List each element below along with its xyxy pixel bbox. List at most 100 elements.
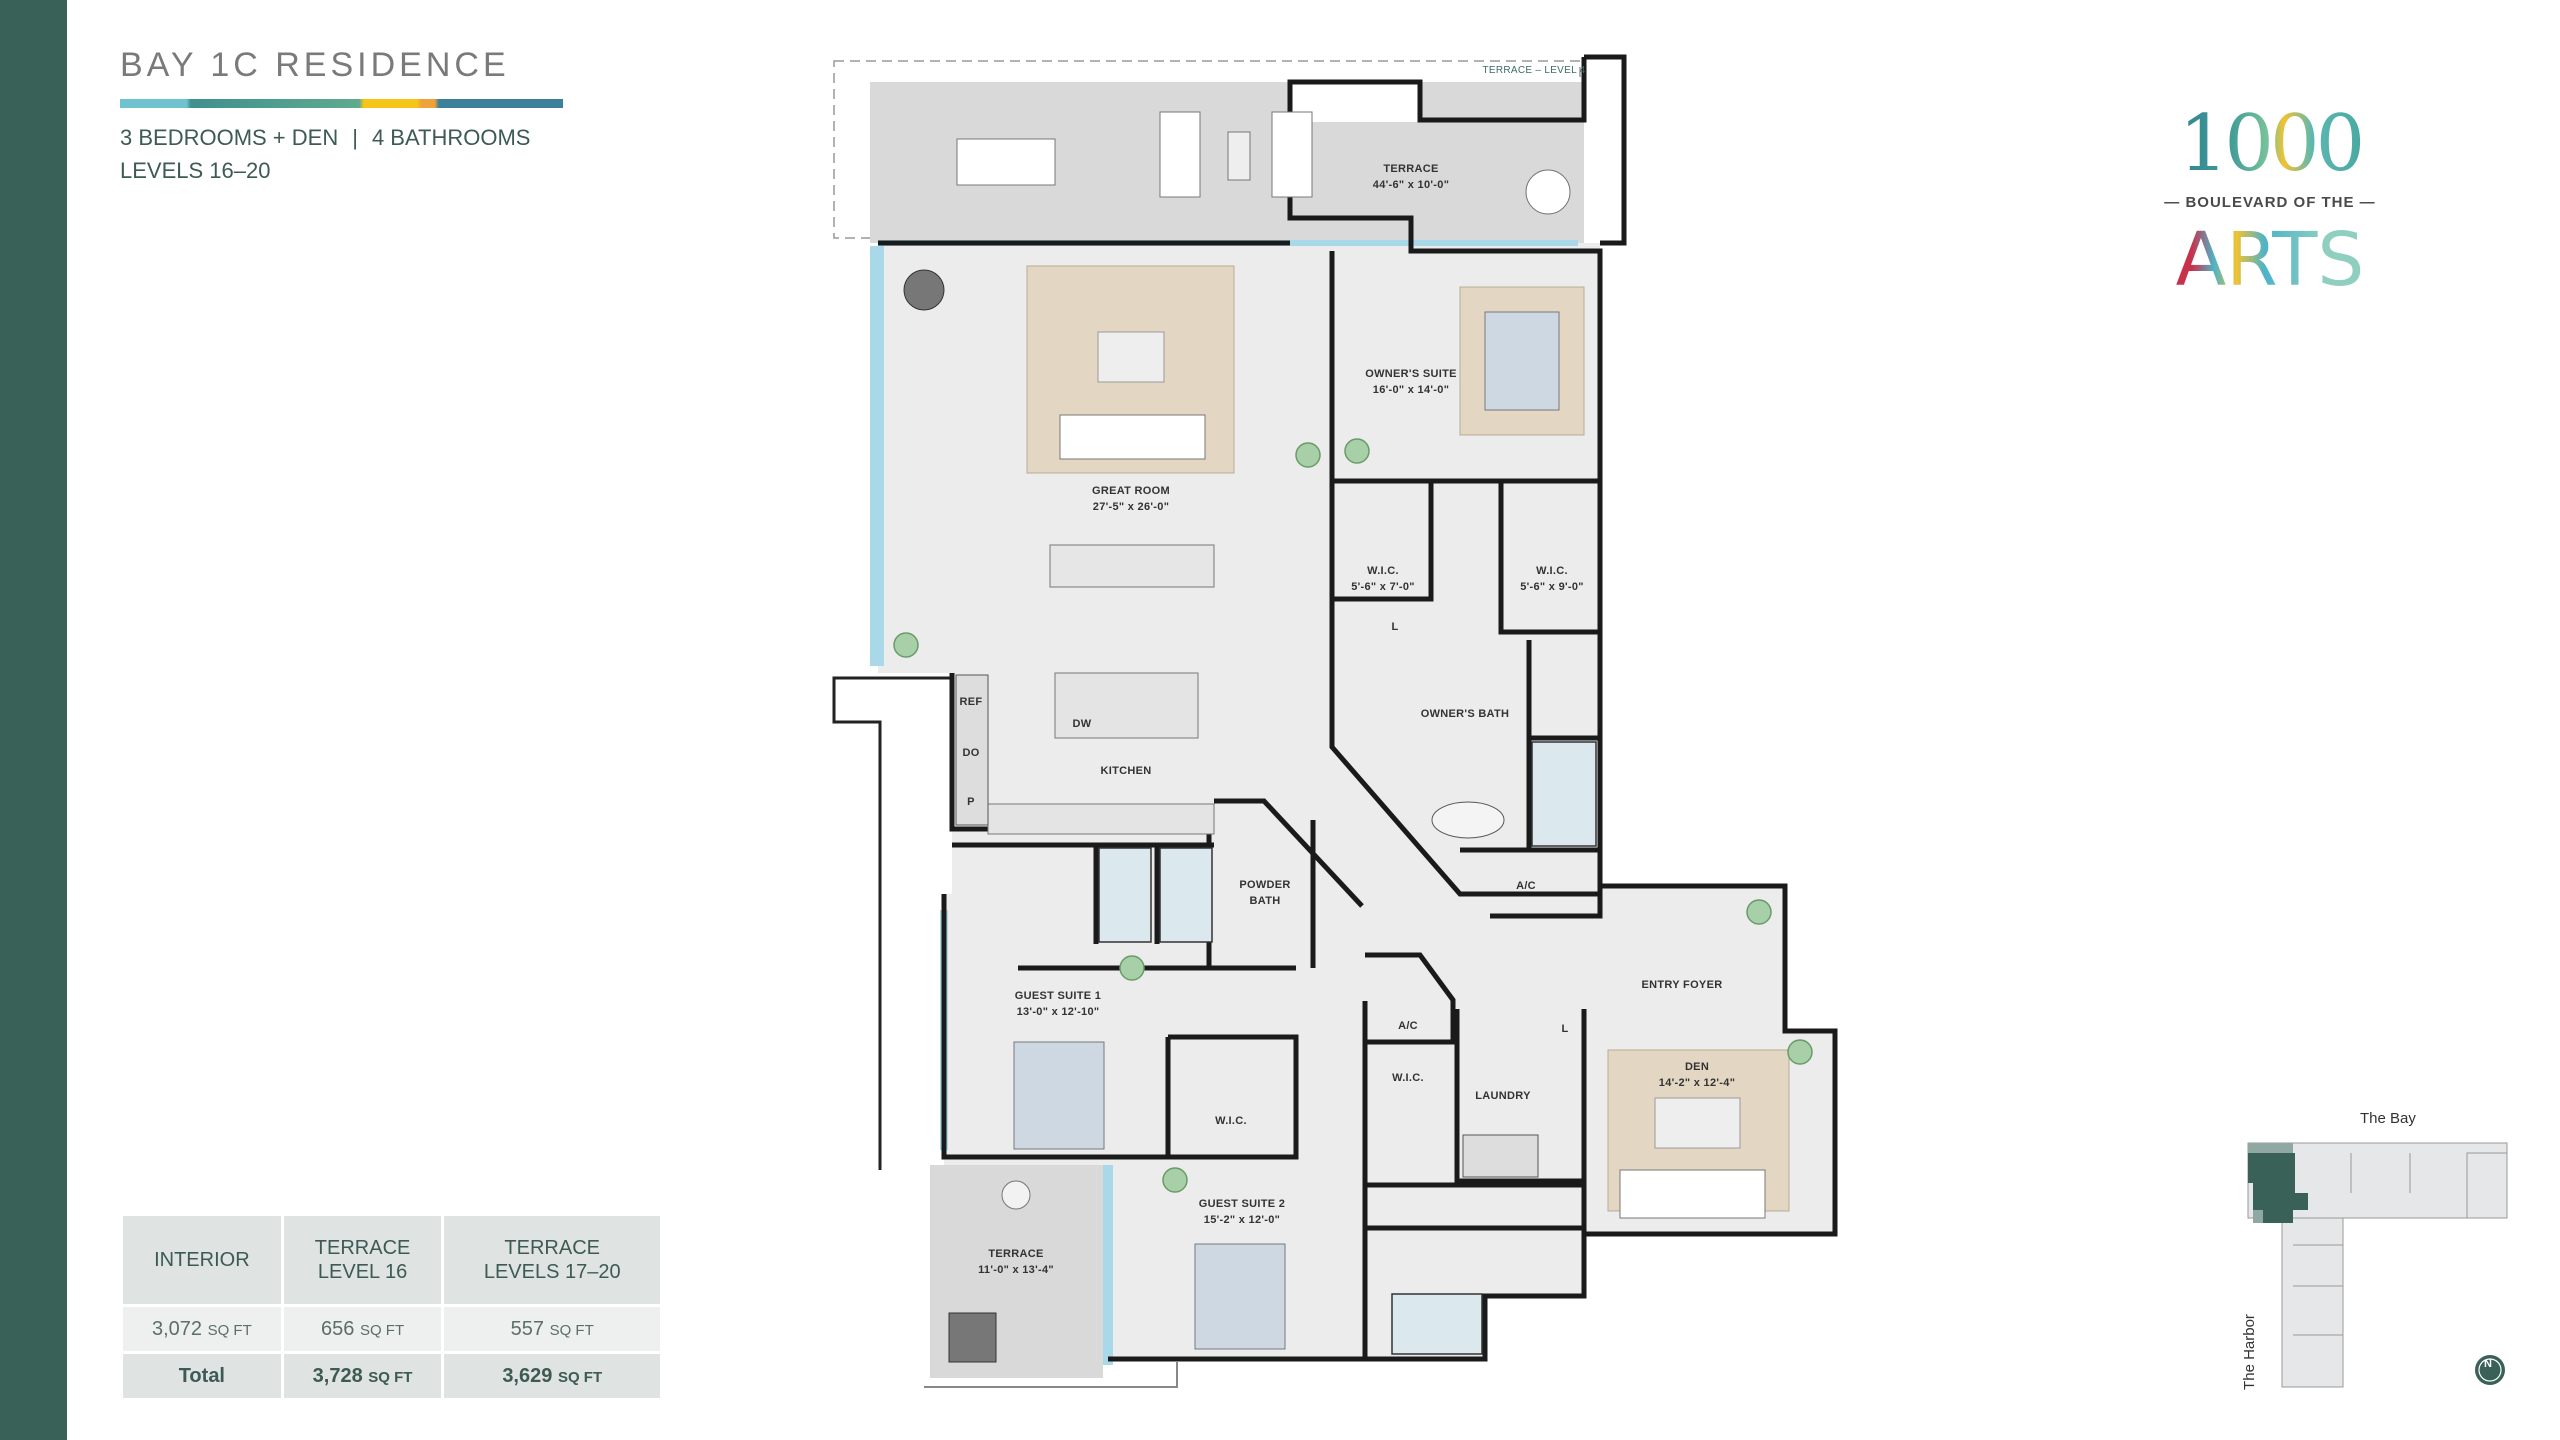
label-wic-1: W.I.C. 5'-6" x 7'-0" — [1351, 563, 1415, 595]
key-plan-bay-label: The Bay — [2360, 1110, 2416, 1127]
label-terrace-level-4: TERRACE – LEVEL 4 — [1482, 65, 1586, 76]
room-dims: 5'-6" x 7'-0" — [1351, 581, 1415, 593]
page-title: BAY 1C RESIDENCE — [120, 46, 510, 84]
total-label: Total — [120, 1351, 284, 1401]
levels-text: LEVELS 16–20 — [120, 158, 271, 183]
room-name: OWNER'S SUITE — [1365, 368, 1457, 380]
label-ac-1: A/C — [1516, 880, 1536, 892]
room-dims: 16'-0" x 14'-0" — [1372, 384, 1450, 396]
room-name: W.I.C. — [1536, 565, 1568, 577]
total-levels-17-20: 3,629 SQ FT — [441, 1351, 663, 1401]
plant-icon — [1295, 442, 1321, 468]
room-dims: 15'-2" x 12'-0" — [1203, 1214, 1281, 1226]
total-number: 3,629 — [502, 1364, 553, 1387]
terrace-side-table — [1001, 1180, 1031, 1210]
wall-segment — [1329, 251, 1600, 897]
wall-segment — [1332, 481, 1434, 602]
room-dims: 44'-6" x 10'-0" — [1372, 179, 1450, 191]
terrace-lounge-chair — [1525, 169, 1571, 215]
value-unit: SQ FT — [207, 1321, 252, 1339]
label-ac-2: A/C — [1398, 1020, 1418, 1032]
label-kitchen: KITCHEN — [1100, 765, 1152, 777]
label-dishwasher: DW — [1072, 718, 1092, 730]
room-name: GREAT ROOM — [1092, 485, 1170, 497]
total-level-16: 3,728 SQ FT — [280, 1351, 445, 1401]
header-line: INTERIOR — [154, 1249, 250, 1271]
interior-floor — [878, 243, 1835, 1359]
wall-segment — [1498, 481, 1600, 635]
label-guest-suite-2: GUEST SUITE 2 15'-2" x 12'-0" — [1199, 1196, 1285, 1228]
label-linen-1: L — [1391, 621, 1399, 633]
kitchen-counter — [987, 803, 1215, 835]
sidebar-band — [0, 0, 67, 1440]
label-wic-4: W.I.C. — [1215, 1115, 1247, 1127]
terrace-dining-table — [956, 138, 1056, 186]
shower-stall — [1159, 847, 1213, 943]
label-double-oven: DO — [962, 747, 980, 759]
room-name: BATH — [1249, 895, 1281, 907]
label-owners-suite: OWNER'S SUITE 16'-0" x 14'-0" — [1365, 366, 1456, 398]
wall-segment — [1165, 1034, 1299, 1160]
owners-bed — [1484, 311, 1560, 411]
label-owners-bath: OWNER'S BATH — [1420, 708, 1510, 720]
logo-number: 1000 — [2130, 96, 2410, 192]
wall-segment — [1460, 847, 1603, 919]
room-name: GUEST SUITE 1 — [1014, 990, 1102, 1002]
terrace-chair — [1159, 111, 1201, 198]
value-number: 656 — [321, 1317, 355, 1340]
separator: | — [352, 125, 358, 150]
terrace-planter — [948, 1312, 997, 1363]
wall-segment — [1365, 952, 1456, 1045]
value-unit: SQ FT — [549, 1321, 594, 1339]
logo-word: ARTS — [2130, 214, 2410, 306]
label-entry-foyer: ENTRY FOYER — [1641, 979, 1723, 991]
wall-segment — [941, 894, 1168, 1160]
washer-dryer — [1462, 1134, 1539, 1178]
key-plan-unit-terrace — [2248, 1143, 2293, 1153]
wall-segment — [1214, 798, 1364, 908]
kitchen-island — [1054, 672, 1199, 739]
plant-icon — [893, 632, 919, 658]
label-wic-3: W.I.C. — [1392, 1072, 1424, 1084]
brand-logo: 1000 — BOULEVARD OF THE — ARTS — [2130, 96, 2410, 306]
room-dims: 13'-0" x 12'-10" — [1016, 1006, 1100, 1018]
appliance-column — [955, 674, 989, 826]
room-name: GUEST SUITE 2 — [1198, 1198, 1286, 1210]
dining-table — [1049, 544, 1215, 588]
header-line: TERRACE — [504, 1237, 600, 1259]
header-line: TERRACE — [314, 1237, 411, 1259]
terrace-edge — [924, 1362, 1178, 1388]
room-name: TERRACE — [1383, 163, 1439, 175]
north-label: N — [2484, 1358, 2492, 1370]
plant-icon — [1162, 1167, 1188, 1193]
room-name: W.I.C. — [1367, 565, 1399, 577]
label-laundry: LAUNDRY — [1475, 1090, 1531, 1102]
label-guest-suite-1: GUEST SUITE 1 13'-0" x 12'-10" — [1015, 988, 1101, 1020]
room-name: TERRACE — [988, 1248, 1044, 1260]
key-plan-harbor-label: The Harbor — [2241, 1314, 2258, 1390]
bathtub — [1431, 801, 1505, 839]
key-plan-harbor-wing — [2281, 1217, 2344, 1388]
bath-shower — [1391, 1293, 1483, 1355]
table-row: 3,072 SQ FT 656 SQ FT 557 SQ FT — [120, 1304, 663, 1354]
guest-2-bed — [1194, 1243, 1286, 1350]
window-glass-guest2 — [1103, 1165, 1113, 1365]
plant-icon — [1119, 955, 1145, 981]
plant-icon — [1746, 899, 1772, 925]
sofa — [1059, 414, 1206, 460]
terrace-chair — [1271, 111, 1313, 198]
coffee-table — [1097, 331, 1165, 383]
label-pantry: P — [967, 796, 975, 808]
value-terrace-17-20: 557 SQ FT — [441, 1304, 663, 1354]
window-glass-west — [870, 246, 884, 666]
kitchen-bump-wall — [832, 676, 952, 1170]
room-name: DEN — [1684, 1061, 1710, 1073]
